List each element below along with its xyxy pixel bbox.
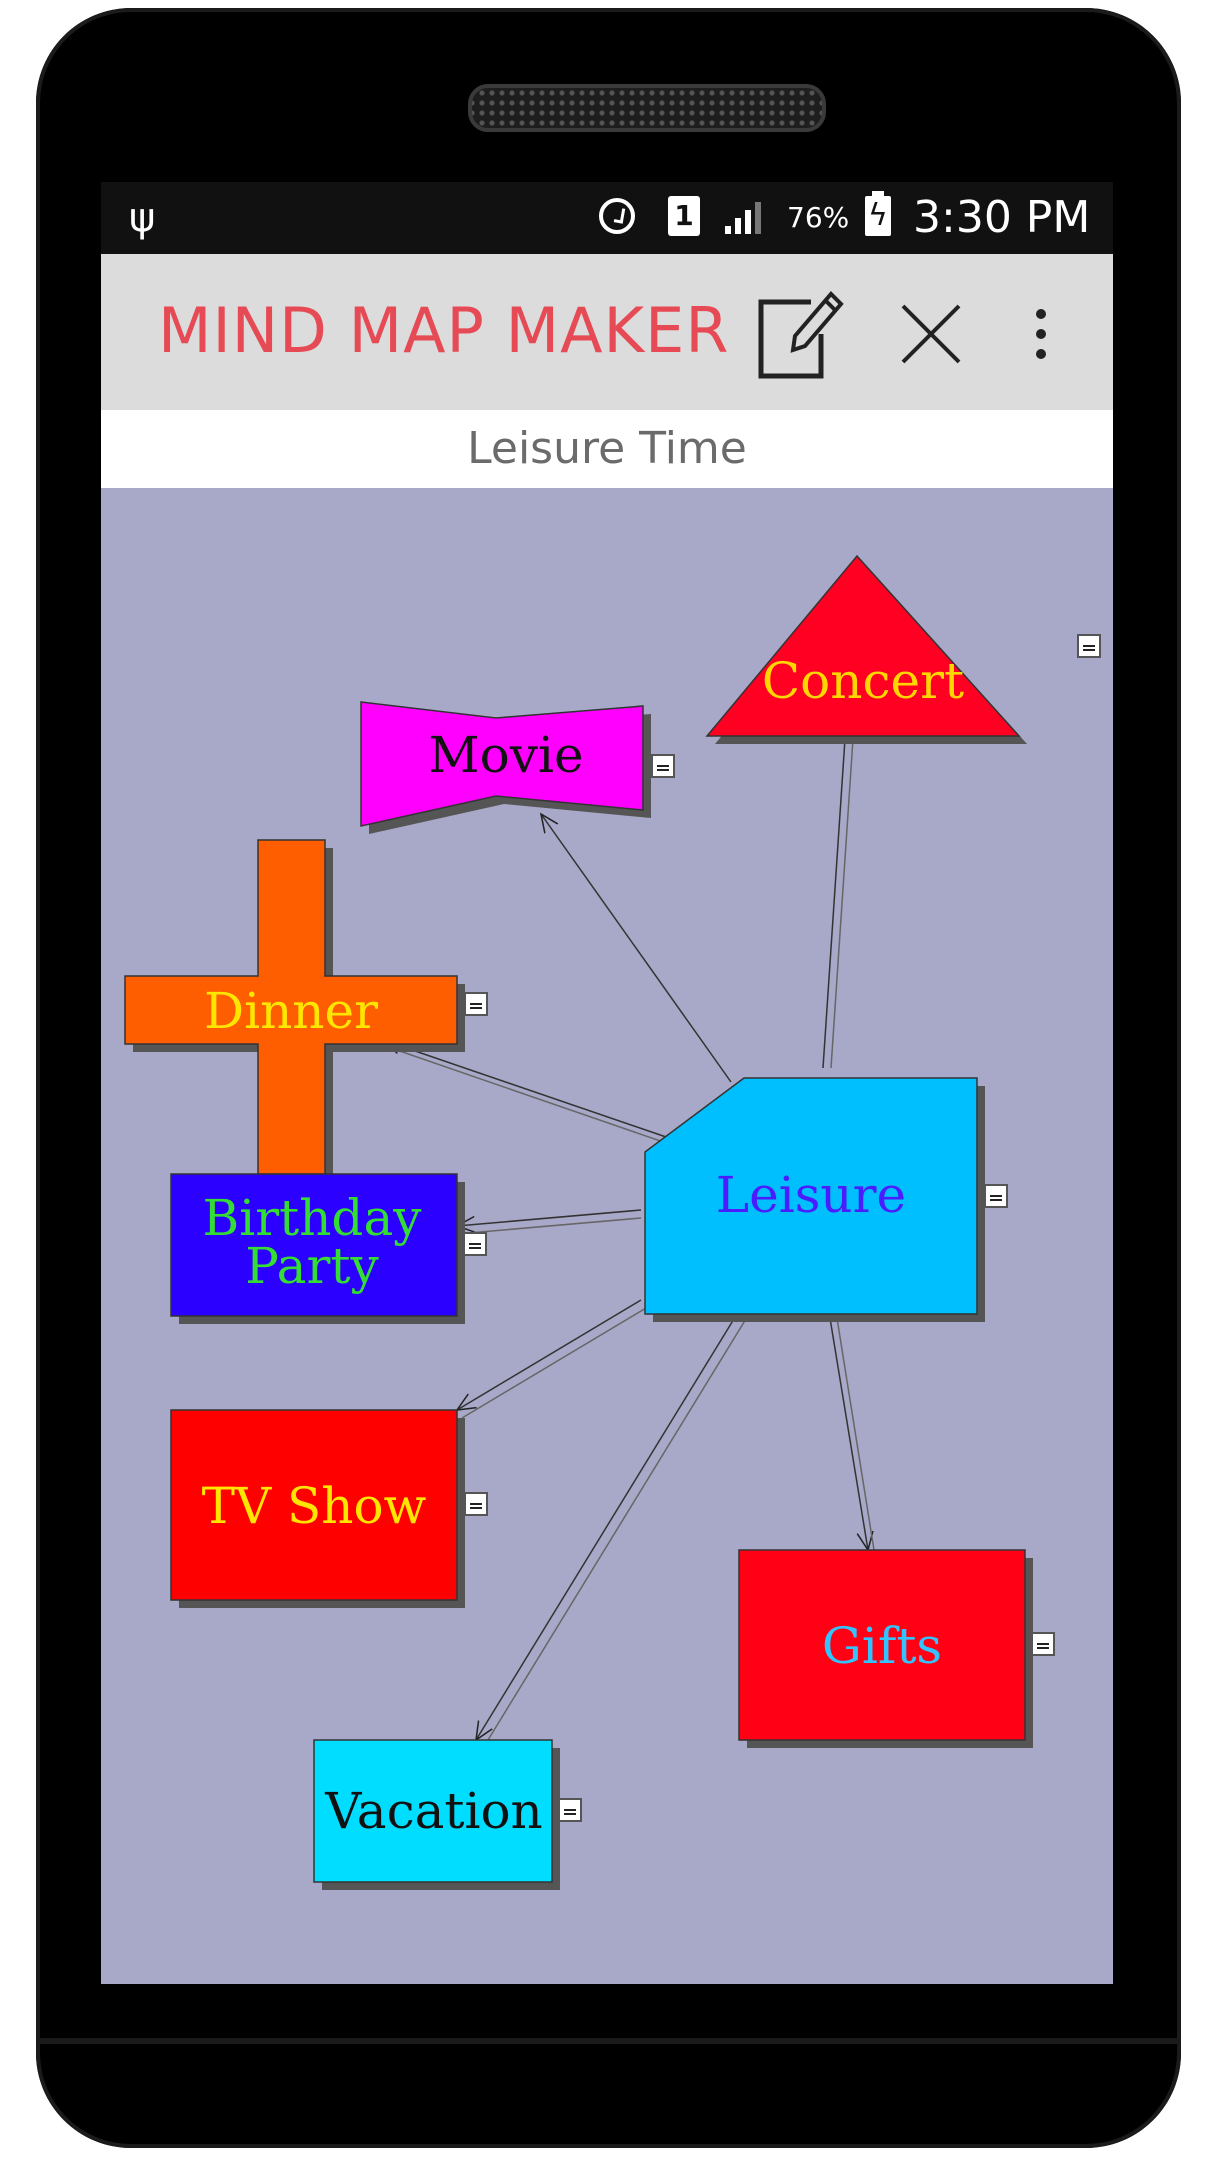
alarm-icon xyxy=(599,198,635,234)
node-vacation-shape xyxy=(313,1739,553,1883)
node-vacation[interactable]: Vacation xyxy=(313,1739,560,1890)
node-movie-label: Movie xyxy=(428,726,583,784)
edit-button[interactable] xyxy=(751,284,851,384)
node-dinner-label: Dinner xyxy=(204,982,378,1040)
node-birthday-party[interactable]: Birthday Party xyxy=(170,1173,465,1324)
node-tv-show[interactable]: TV Show xyxy=(170,1409,465,1608)
collapse-toggle-leisure[interactable] xyxy=(984,1184,1008,1208)
map-title: Leisure Time xyxy=(101,410,1113,488)
node-movie[interactable]: Movie xyxy=(360,701,651,834)
sim-indicator: 1 xyxy=(668,196,700,236)
node-movie-shape xyxy=(360,701,644,827)
node-gifts-label: Gifts xyxy=(822,1617,942,1675)
node-birthday-party-label-line1: Birthday xyxy=(203,1189,423,1247)
collapse-toggle-dinner[interactable] xyxy=(464,992,488,1016)
signal-icon xyxy=(725,202,761,234)
battery-charging-icon xyxy=(865,191,891,236)
collapse-toggle-movie[interactable] xyxy=(651,754,675,778)
earpiece-speaker xyxy=(468,84,826,132)
node-concert[interactable]: Concert xyxy=(705,554,1027,744)
connector-movie xyxy=(541,814,732,1083)
close-button[interactable] xyxy=(891,294,971,374)
connector-birthday-party xyxy=(457,1209,642,1235)
collapse-toggle-birthday-party[interactable] xyxy=(463,1232,487,1256)
collapse-toggle-gifts[interactable] xyxy=(1031,1632,1055,1656)
collapse-toggle-root[interactable] xyxy=(1077,634,1101,658)
edit-icon xyxy=(758,291,844,379)
node-vacation-label: Vacation xyxy=(324,1782,543,1840)
overflow-menu-icon xyxy=(1036,309,1046,359)
status-bar: ψ 1 76% 3:30 PM xyxy=(101,182,1113,254)
app-title: MIND MAP MAKER xyxy=(158,294,730,367)
node-leisure[interactable]: Leisure xyxy=(644,1077,985,1322)
connector-gifts xyxy=(828,1311,875,1550)
node-birthday-party-shape xyxy=(170,1173,458,1317)
app-screen: ψ 1 76% 3:30 PM MIND MAP MAKER xyxy=(101,182,1113,1984)
clock: 3:30 PM xyxy=(913,192,1091,243)
overflow-menu-button[interactable] xyxy=(1021,294,1061,374)
battery-percent: 76% xyxy=(787,201,850,234)
close-icon xyxy=(901,304,961,364)
usb-icon: ψ xyxy=(129,195,156,241)
app-bar: MIND MAP MAKER xyxy=(101,254,1113,410)
node-leisure-label: Leisure xyxy=(716,1166,906,1224)
node-tv-show-label: TV Show xyxy=(202,1477,427,1535)
mind-map-canvas[interactable]: Concert Movie Dinner Birthday Party xyxy=(101,488,1113,1984)
connector-vacation xyxy=(476,1313,750,1740)
phone-chin xyxy=(36,2038,1181,2044)
node-dinner[interactable]: Dinner xyxy=(124,839,465,1182)
mind-map-svg: Concert Movie Dinner Birthday Party xyxy=(124,554,1033,1890)
connector-dinner xyxy=(383,1040,670,1145)
node-leisure-shape xyxy=(644,1077,978,1315)
connector-tv-show xyxy=(457,1299,647,1419)
node-birthday-party-label-line2: Party xyxy=(245,1237,379,1295)
connector-concert xyxy=(822,724,855,1069)
collapse-toggle-tv-show[interactable] xyxy=(464,1492,488,1516)
node-concert-label: Concert xyxy=(762,652,964,710)
node-gifts-shape xyxy=(738,1549,1026,1741)
node-tv-show-shape xyxy=(170,1409,458,1601)
node-concert-shape xyxy=(705,554,1021,737)
node-gifts[interactable]: Gifts xyxy=(738,1549,1033,1748)
collapse-toggle-vacation[interactable] xyxy=(558,1798,582,1822)
